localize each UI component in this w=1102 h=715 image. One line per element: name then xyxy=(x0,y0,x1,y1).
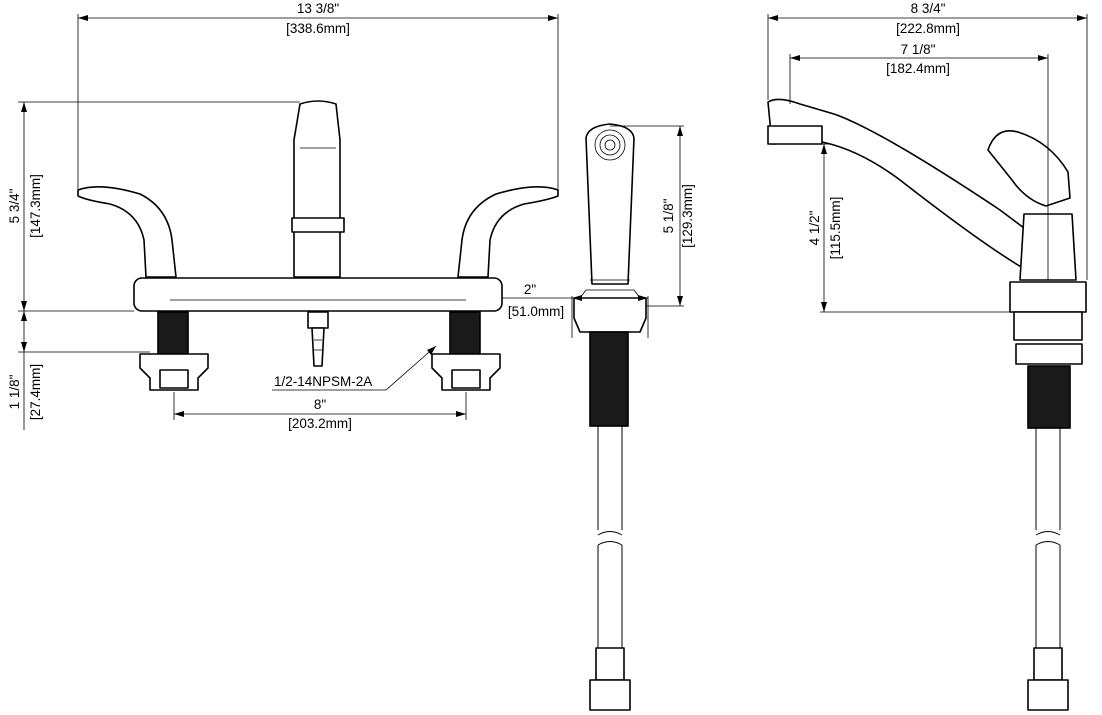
spout-height-imperial: 4 1/2" xyxy=(807,210,822,245)
front-height-metric: [147.3mm] xyxy=(28,174,43,238)
overall-width-imperial: 13 3/8" xyxy=(297,1,340,16)
overall-depth-imperial: 8 3/4" xyxy=(911,1,946,16)
dimension-sprayer-height: 5 1/8" [129.3mm] xyxy=(610,125,695,307)
spout-height-metric: [115.5mm] xyxy=(828,197,843,260)
overall-depth-metric: [222.8mm] xyxy=(896,21,960,36)
spout-reach-metric: [182.4mm] xyxy=(886,61,950,76)
dimension-overall-depth: 8 3/4" [222.8mm] xyxy=(767,1,1088,280)
dimension-front-height: 5 3/4" [147.3mm] xyxy=(7,101,300,312)
sprayer-base-metric: [51.0mm] xyxy=(508,304,564,319)
thread-callout: 1/2-14NPSM-2A xyxy=(272,345,437,391)
center-spacing-imperial: 8" xyxy=(314,397,327,412)
thread-callout-text: 1/2-14NPSM-2A xyxy=(274,374,372,389)
sprayer-view xyxy=(573,123,647,711)
dimension-center-spacing: 8" [203.2mm] xyxy=(173,392,467,431)
center-spacing-metric: [203.2mm] xyxy=(288,416,352,431)
sprayer-base-imperial: 2" xyxy=(524,282,537,297)
dimension-spout-reach: 7 1/8" [182.4mm] xyxy=(789,42,1049,280)
dimension-shank-length: 1 1/8" [27.4mm] xyxy=(7,311,150,430)
shank-length-metric: [27.4mm] xyxy=(28,364,43,420)
side-view xyxy=(767,98,1087,711)
spout-reach-imperial: 7 1/8" xyxy=(901,42,936,57)
shank-length-imperial: 1 1/8" xyxy=(7,374,22,409)
overall-width-metric: [338.6mm] xyxy=(286,21,350,36)
dimension-spout-height: 4 1/2" [115.5mm] xyxy=(807,143,1010,313)
dimension-sprayer-base: 2" [51.0mm] xyxy=(502,282,649,338)
front-view xyxy=(77,100,559,391)
front-height-imperial: 5 3/4" xyxy=(7,188,22,223)
sprayer-height-imperial: 5 1/8" xyxy=(661,198,676,233)
sprayer-height-metric: [129.3mm] xyxy=(680,184,695,248)
